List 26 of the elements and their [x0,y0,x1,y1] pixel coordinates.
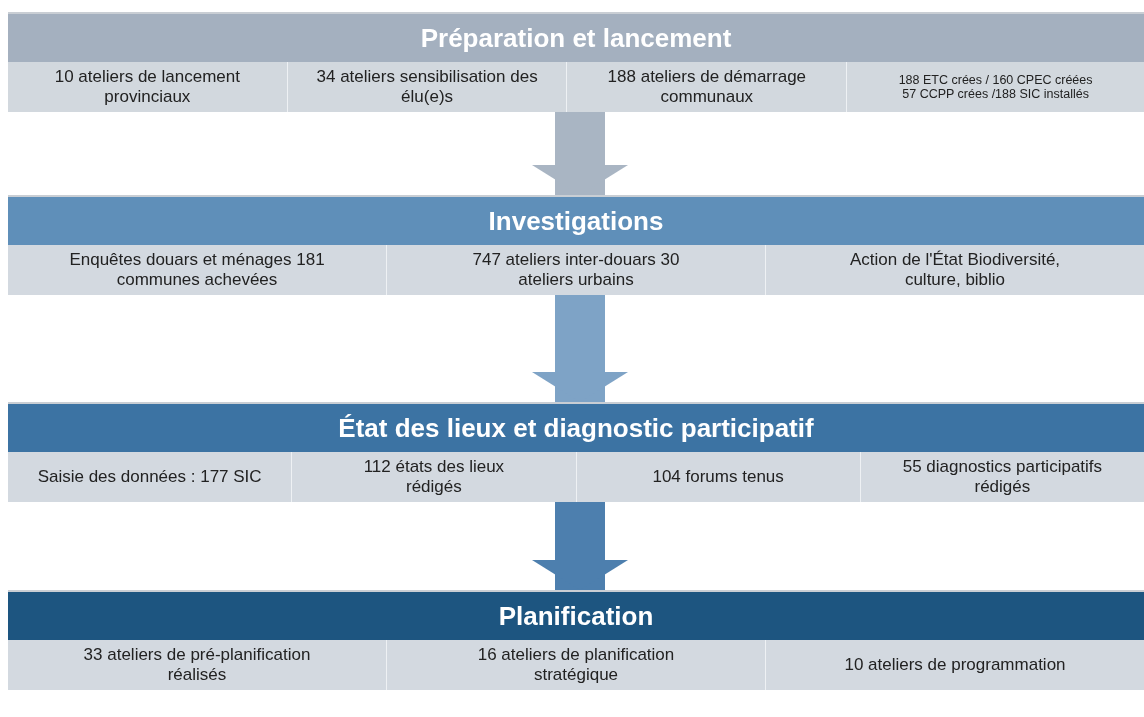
phase-panel [8,12,1144,112]
block-arrow [532,502,628,590]
phase-panel [8,195,1144,295]
result-text: 10 ateliers de programmation [844,655,1066,675]
phase-title: Planification [498,600,654,632]
result-text: 57 CCPP crées /188 SIC installés [902,87,1089,102]
result-text: 747 ateliers inter-douars 30 ateliers urbains [471,250,681,290]
phase-panel [8,590,1144,690]
result-text: 10 ateliers de lancement provinciaux [53,67,241,107]
result-text: 112 états des lieux rédigés [362,457,506,497]
phase-title: État des lieux et diagnostic participatif [338,412,814,444]
result-text: 188 ETC crées / 160 CPEC créées [898,72,1093,87]
result-text: 33 ateliers de pré-planification réalisés [82,645,312,685]
phase-panel [8,402,1144,502]
result-text: Enquêtes douars et ménages 181 communes achevées [68,250,326,290]
result-text: 55 diagnostics participatifs rédigés [901,457,1104,497]
result-text: 16 ateliers de planification stratégique [476,645,676,685]
phase-title: Préparation et lancement [420,22,732,54]
phase-title: Investigations [488,205,664,237]
result-text: Action de l'État Biodiversité, culture, biblio [848,250,1062,290]
result-text: 104 forums tenus [652,467,784,487]
result-text: Saisie des données : 177 SIC [37,467,262,487]
block-arrow [532,295,628,402]
result-text: 188 ateliers de démarrage communaux [606,67,807,107]
block-arrow [532,112,628,195]
result-text: 34 ateliers sensibilisation des élu(e)s [315,67,539,107]
